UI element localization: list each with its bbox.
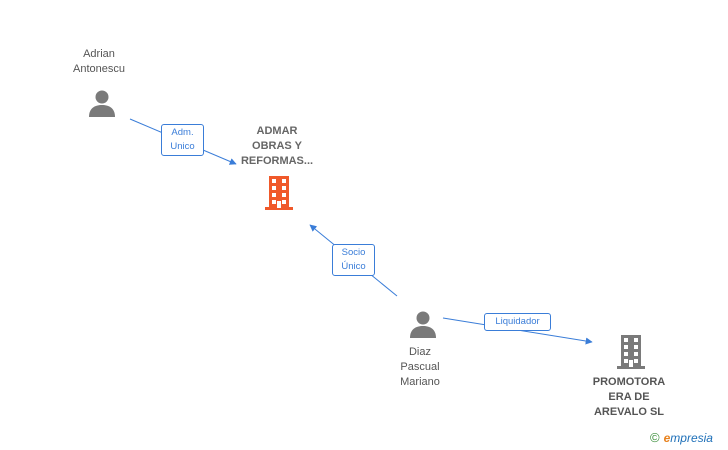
brand-initial: e xyxy=(663,430,671,445)
company-label-admar[interactable]: ADMAR OBRAS Y REFORMAS... xyxy=(240,125,314,167)
brand-name-rest: mpresia xyxy=(670,430,713,445)
company-building-icon[interactable] xyxy=(615,335,647,374)
person-icon[interactable] xyxy=(87,88,117,123)
person-icon[interactable] xyxy=(408,309,438,344)
copyright-icon: © xyxy=(650,430,660,445)
person-label-diaz[interactable]: Diaz Pascual Mariano xyxy=(400,346,440,388)
company-label-promotora[interactable]: PROMOTORA ERA DE AREVALO SL xyxy=(592,376,666,418)
empresia-brand-logo: © empresia xyxy=(650,430,713,445)
company-building-icon[interactable] xyxy=(263,176,295,215)
relation-badge-adm-unico[interactable]: Adm. Unico xyxy=(161,124,204,156)
relation-badge-liquidador[interactable]: Liquidador xyxy=(484,313,551,331)
relation-badge-socio-unico[interactable]: Socio Único xyxy=(332,244,375,276)
person-label-adrian[interactable]: Adrian Antonescu xyxy=(73,48,125,75)
